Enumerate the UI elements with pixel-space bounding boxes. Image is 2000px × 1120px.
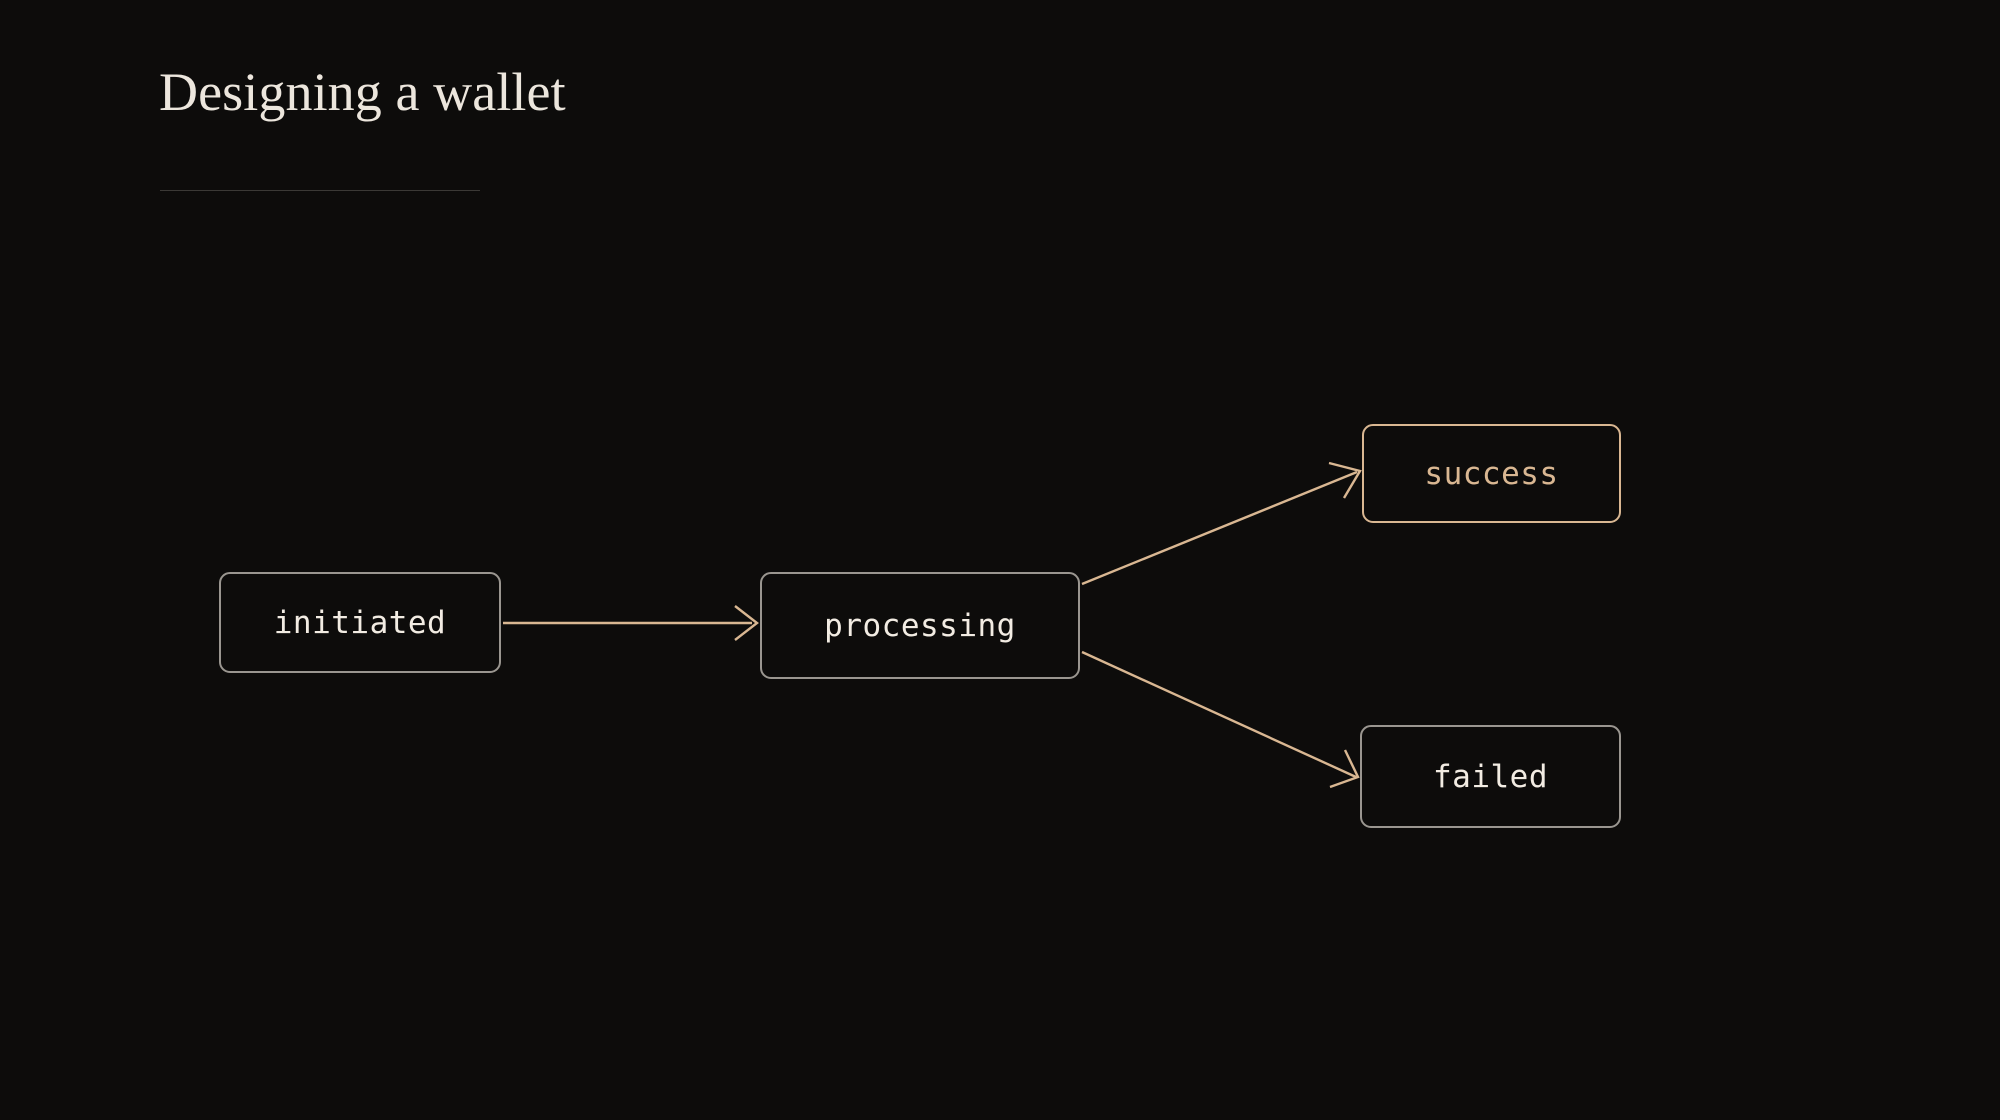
state-node-failed[interactable]: failed	[1360, 725, 1621, 828]
page-title: Designing a wallet	[159, 62, 566, 122]
state-node-label: failed	[1433, 758, 1548, 795]
edge-initiated-processing	[503, 605, 759, 641]
state-node-processing[interactable]: processing	[760, 572, 1080, 679]
edge-processing-failed	[1081, 650, 1360, 789]
state-node-label: success	[1424, 455, 1559, 492]
state-node-label: processing	[824, 607, 1016, 644]
title-divider	[160, 190, 480, 191]
edge-processing-success	[1081, 461, 1362, 586]
state-node-success[interactable]: success	[1362, 424, 1621, 523]
state-node-label: initiated	[273, 604, 447, 641]
state-node-initiated[interactable]: initiated	[219, 572, 501, 673]
